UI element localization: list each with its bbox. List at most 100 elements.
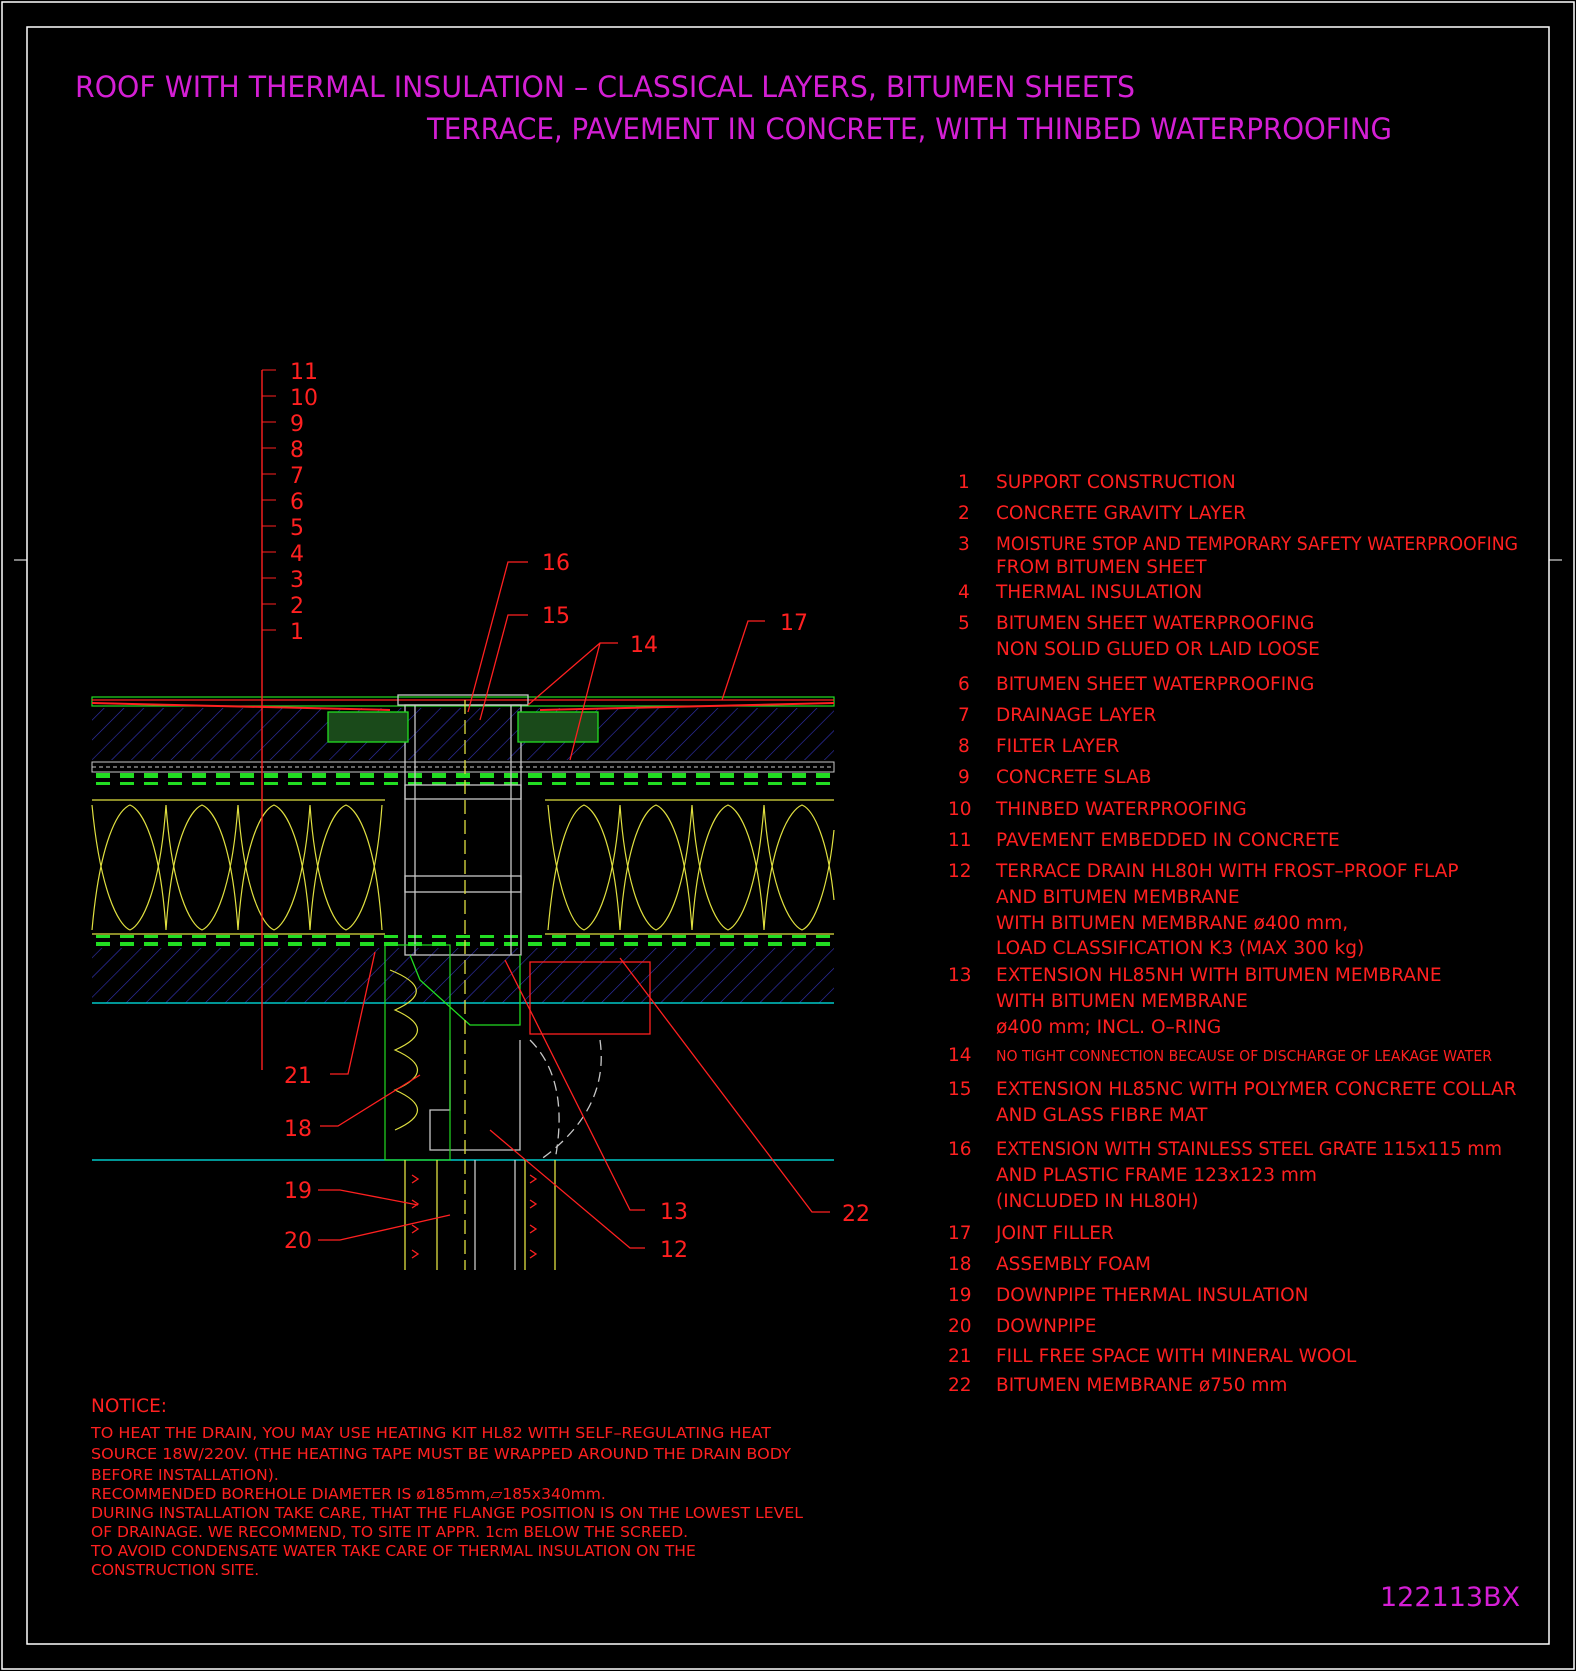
legend-text-15a: EXTENSION HL85NC WITH POLYMER CONCRETE C… — [996, 1079, 1517, 1100]
legend-num-12: 12 — [948, 861, 972, 882]
legend-num-20: 20 — [948, 1316, 972, 1337]
notice: NOTICE: TO HEAT THE DRAIN, YOU MAY USE H… — [90, 1396, 803, 1579]
legend-num-8: 8 — [958, 736, 970, 757]
notice-line-8: CONSTRUCTION SITE. — [91, 1561, 259, 1579]
legend-text-12a: TERRACE DRAIN HL80H WITH FROST–PROOF FLA… — [995, 861, 1459, 882]
legend-text-12b: AND BITUMEN MEMBRANE — [996, 887, 1240, 908]
notice-heading: NOTICE: — [91, 1396, 167, 1417]
legend: 1 SUPPORT CONSTRUCTION 2 CONCRETE GRAVIT… — [948, 472, 1518, 1396]
thermal-insulation — [91, 799, 835, 935]
legend-text-17: JOINT FILLER — [995, 1223, 1114, 1244]
legend-text-15b: AND GLASS FIBRE MAT — [996, 1105, 1208, 1126]
callout-22: 22 — [842, 1202, 870, 1227]
callout-20: 20 — [284, 1229, 312, 1254]
scale-label-9: 9 — [290, 412, 304, 437]
bitumen-sheet-waterproofing — [92, 773, 834, 785]
legend-text-14: NO TIGHT CONNECTION BECAUSE OF DISCHARGE… — [996, 1047, 1492, 1065]
callouts: 16 15 14 17 21 18 19 20 13 12 22 — [284, 551, 870, 1263]
moisture-stop-membrane — [92, 935, 834, 946]
scale-label-2: 2 — [290, 594, 304, 619]
legend-num-10: 10 — [948, 799, 972, 820]
legend-text-20: DOWNPIPE — [996, 1316, 1096, 1337]
concrete-slab — [92, 708, 834, 760]
title-line-1: ROOF WITH THERMAL INSULATION – CLASSICAL… — [75, 70, 1135, 104]
notice-line-1: TO HEAT THE DRAIN, YOU MAY USE HEATING K… — [90, 1424, 772, 1442]
scale-label-4: 4 — [290, 542, 304, 567]
legend-num-5: 5 — [958, 613, 970, 634]
legend-num-4: 4 — [958, 582, 970, 603]
assembly-foam — [384, 944, 451, 1161]
legend-text-12c: WITH BITUMEN MEMBRANE ø400 mm, — [996, 913, 1348, 934]
callout-19: 19 — [284, 1179, 312, 1204]
legend-text-13b: WITH BITUMEN MEMBRANE — [996, 991, 1248, 1012]
legend-text-3a: MOISTURE STOP AND TEMPORARY SAFETY WATER… — [996, 534, 1518, 555]
legend-text-2: CONCRETE GRAVITY LAYER — [996, 503, 1246, 524]
downpipe — [404, 1160, 556, 1270]
legend-text-6: BITUMEN SHEET WATERPROOFING — [996, 674, 1314, 695]
legend-text-12d: LOAD CLASSIFICATION K3 (MAX 300 kg) — [996, 938, 1364, 959]
legend-num-16: 16 — [948, 1139, 972, 1160]
legend-num-11: 11 — [948, 830, 972, 851]
legend-text-16a: EXTENSION WITH STAINLESS STEEL GRATE 115… — [996, 1139, 1502, 1160]
legend-text-19: DOWNPIPE THERMAL INSULATION — [996, 1285, 1309, 1306]
legend-num-1: 1 — [958, 472, 970, 493]
callout-17: 17 — [780, 611, 808, 636]
notice-line-3: BEFORE INSTALLATION). — [91, 1466, 279, 1484]
legend-text-9: CONCRETE SLAB — [996, 767, 1151, 788]
legend-text-18: ASSEMBLY FOAM — [996, 1254, 1151, 1275]
legend-text-16c: (INCLUDED IN HL80H) — [996, 1191, 1198, 1212]
legend-text-4: THERMAL INSULATION — [995, 582, 1202, 603]
legend-text-13a: EXTENSION HL85NH WITH BITUMEN MEMBRANE — [996, 965, 1442, 986]
legend-num-2: 2 — [958, 503, 970, 524]
scale-label-5: 5 — [290, 516, 304, 541]
legend-text-8: FILTER LAYER — [996, 736, 1120, 757]
legend-text-7: DRAINAGE LAYER — [996, 705, 1156, 726]
callout-leaders — [318, 561, 830, 1249]
notice-line-4: RECOMMENDED BOREHOLE DIAMETER IS ø185mm,… — [91, 1485, 606, 1503]
section-detail — [91, 370, 835, 1270]
thinbed-waterproofing — [91, 696, 835, 707]
callout-12: 12 — [660, 1238, 688, 1263]
notice-line-7: TO AVOID CONDENSATE WATER TAKE CARE OF T… — [90, 1542, 696, 1560]
scale-label-7: 7 — [290, 464, 304, 489]
scale-label-11: 11 — [290, 360, 318, 385]
legend-num-9: 9 — [958, 767, 970, 788]
scale-label-1: 1 — [290, 620, 304, 645]
notice-line-2: SOURCE 18W/220V. (THE HEATING TAPE MUST … — [91, 1445, 792, 1463]
terrace-drain — [327, 694, 651, 1270]
inner-frame — [26, 26, 1550, 1645]
legend-text-13c: ø400 mm; INCL. O–RING — [996, 1017, 1221, 1038]
title-line-2: TERRACE, PAVEMENT IN CONCRETE, WITH THIN… — [426, 112, 1392, 146]
scale-label-8: 8 — [290, 438, 304, 463]
scale-label-10: 10 — [290, 386, 318, 411]
notice-line-6: OF DRAINAGE. WE RECOMMEND, TO SITE IT AP… — [91, 1523, 688, 1541]
legend-num-6: 6 — [958, 674, 970, 695]
legend-num-21: 21 — [948, 1346, 972, 1367]
legend-text-22: BITUMEN MEMBRANE ø750 mm — [996, 1375, 1287, 1396]
scale-label-6: 6 — [290, 490, 304, 515]
legend-num-19: 19 — [948, 1285, 972, 1306]
legend-text-5a: BITUMEN SHEET WATERPROOFING — [996, 613, 1314, 634]
scale-label-3: 3 — [290, 568, 304, 593]
legend-num-13: 13 — [948, 965, 972, 986]
legend-text-11: PAVEMENT EMBEDDED IN CONCRETE — [996, 830, 1340, 851]
legend-num-17: 17 — [948, 1223, 972, 1244]
callout-16: 16 — [542, 551, 570, 576]
callout-21: 21 — [284, 1064, 312, 1089]
legend-text-16b: AND PLASTIC FRAME 123x123 mm — [996, 1165, 1317, 1186]
legend-text-10: THINBED WATERPROOFING — [995, 799, 1247, 820]
callout-15: 15 — [542, 604, 570, 629]
legend-num-15: 15 — [948, 1079, 972, 1100]
notice-line-5: DURING INSTALLATION TAKE CARE, THAT THE … — [91, 1504, 803, 1522]
callout-13: 13 — [660, 1200, 688, 1225]
legend-num-3: 3 — [958, 534, 970, 555]
legend-num-7: 7 — [958, 705, 970, 726]
drawing-number: 122113BX — [1380, 1582, 1520, 1613]
joint-filler-line — [91, 702, 835, 711]
legend-text-3b: FROM BITUMEN SHEET — [996, 557, 1207, 578]
callout-14: 14 — [630, 633, 658, 658]
legend-text-1: SUPPORT CONSTRUCTION — [996, 472, 1236, 493]
callout-18: 18 — [284, 1117, 312, 1142]
